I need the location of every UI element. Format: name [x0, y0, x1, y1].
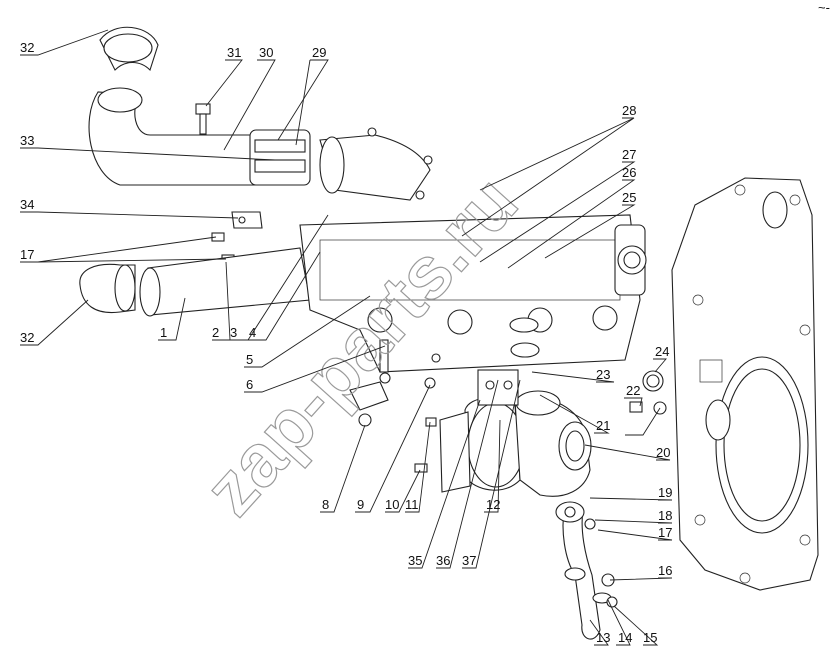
callout-label: 19 — [658, 485, 672, 500]
callout-label: 18 — [658, 508, 672, 523]
callout-label: 21 — [596, 418, 610, 433]
callout-label: 36 — [436, 553, 450, 568]
callout-label: 9 — [357, 497, 364, 512]
callout-label: 29 — [312, 45, 326, 60]
drawing-parts — [79, 26, 819, 640]
callout-label: 6 — [246, 377, 253, 392]
callout-label: 3 — [230, 325, 237, 340]
corner-mark: ~- — [818, 0, 830, 15]
callout-label: 5 — [246, 352, 253, 367]
callout-label: 32 — [20, 40, 34, 55]
leader-lines — [20, 29, 673, 646]
callout-label: 26 — [622, 165, 636, 180]
callout-label: 31 — [227, 45, 241, 60]
callout-label: 1 — [160, 325, 167, 340]
callout-label: 27 — [622, 147, 636, 162]
callout-label: 16 — [658, 563, 672, 578]
callout-label: 22 — [626, 383, 640, 398]
callout-label: 14 — [618, 630, 632, 645]
callout-label: 20 — [656, 445, 670, 460]
callout-label: 8 — [322, 497, 329, 512]
callout-label: 15 — [643, 630, 657, 645]
callout-label: 23 — [596, 367, 610, 382]
callout-label: 25 — [622, 190, 636, 205]
callout-label: 33 — [20, 133, 34, 148]
callout-label: 2 — [212, 325, 219, 340]
callout-label: 4 — [249, 325, 256, 340]
callout-label: 35 — [408, 553, 422, 568]
callout-label: 32 — [20, 330, 34, 345]
callout-label: 13 — [596, 630, 610, 645]
callout-label: 28 — [622, 103, 636, 118]
callout-label: 17 — [20, 247, 34, 262]
callout-label: 37 — [462, 553, 476, 568]
callout-label: 17 — [658, 525, 672, 540]
callout-label: 30 — [259, 45, 273, 60]
callout-label: 10 — [385, 497, 399, 512]
callout-label: 34 — [20, 197, 34, 212]
callout-label: 24 — [655, 344, 669, 359]
callout-labels: 32 31 30 29 33 34 17 32 1 2 3 4 5 6 28 2… — [20, 40, 672, 645]
callout-label: 11 — [405, 497, 419, 512]
callout-label: 12 — [486, 497, 500, 512]
